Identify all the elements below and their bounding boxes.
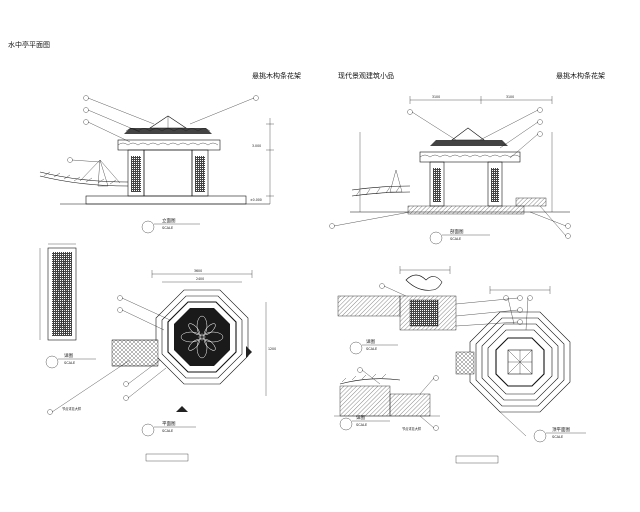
elev-level-1: 3.000 [252, 144, 261, 148]
roof-plan-caption: 顶平面图 SCALE [455, 427, 586, 464]
detail-a-scale: SCALE [64, 361, 75, 365]
sheet-title: 水中亭平面图 [8, 40, 50, 49]
detail-a-caption: 详图 SCALE [45, 352, 96, 369]
plan-scale: SCALE [162, 429, 173, 433]
detail-b-caption: 详图 SCALE [349, 338, 398, 355]
roof-plan-scale: SCALE [552, 435, 563, 439]
detail-c-drawing: 节点详见大样 [334, 367, 440, 431]
roof-plan-drawing [455, 286, 571, 437]
header-modern-landscape: 现代景观建筑小品 [338, 71, 394, 80]
detail-b-label: 详图 [366, 338, 375, 345]
detail-c-scale: SCALE [356, 423, 367, 427]
plan-dim-1: 2400 [196, 277, 204, 281]
detail-c-caption: 详图 SCALE [339, 414, 390, 431]
plan-note: 节点详见大样 [62, 406, 82, 411]
elevation-caption: 立面图 SCALE [141, 217, 200, 234]
elevation-scale: SCALE [162, 226, 173, 230]
section-dim-1: 3100 [506, 95, 514, 99]
elevation-label: 立面图 [162, 217, 176, 224]
roof-plan-label: 顶平面图 [552, 427, 570, 433]
detail-c-note: 节点详见大样 [402, 426, 422, 431]
plan-label: 平面图 [162, 421, 176, 427]
detail-b-scale: SCALE [366, 347, 377, 351]
section-drawing: 3100 3100 [329, 95, 571, 239]
section-dim-0: 3100 [432, 95, 440, 99]
plan-caption: 平面图 SCALE [141, 421, 196, 462]
detail-a-label: 详图 [64, 352, 73, 359]
section-caption: 剖面图 SCALE [429, 228, 490, 245]
plan-dim-0: 3600 [194, 269, 202, 273]
elevation-drawing: ±0.000 3.000 [39, 95, 274, 205]
section-scale: SCALE [450, 237, 461, 241]
elev-level-0: ±0.000 [250, 198, 262, 202]
detail-b-drawing [337, 266, 523, 331]
plan-dim-2: 1200 [268, 347, 276, 351]
plan-drawing: 3600 2400 1200 [47, 269, 276, 415]
detail-c-label: 详图 [356, 414, 365, 421]
header-pergola-right: 悬挑木构条花架 [556, 71, 605, 80]
header-pergola-left: 悬挑木构条花架 [252, 71, 301, 80]
detail-a-drawing [39, 243, 77, 341]
section-label: 剖面图 [450, 228, 464, 235]
